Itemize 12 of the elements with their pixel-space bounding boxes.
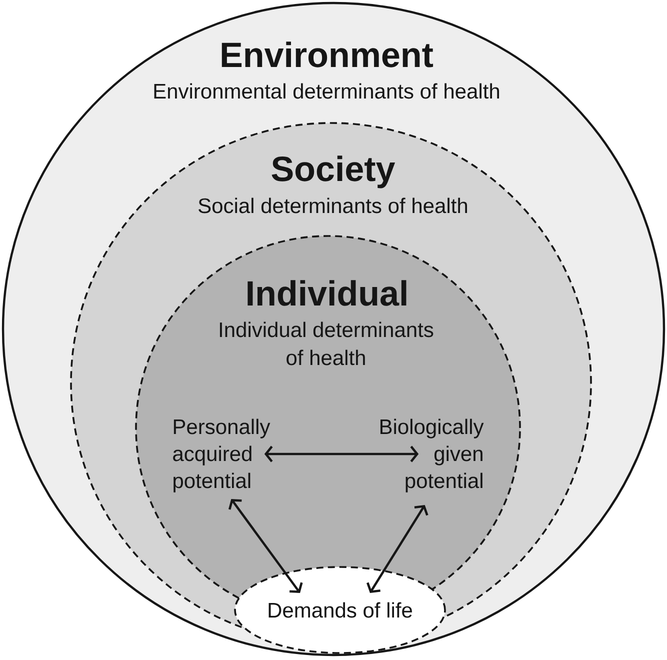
heading: Individual bbox=[248, 280, 406, 306]
text-label: Biologically given potential bbox=[380, 418, 484, 492]
subtitle: Social determinants of health bbox=[198, 198, 467, 214]
double-arrow bbox=[264, 446, 419, 462]
subtitle: Individual determinants of health bbox=[220, 322, 434, 366]
node-label: Demands of life bbox=[268, 602, 412, 618]
text-label: Personally acquired potential bbox=[173, 418, 270, 492]
double-arrow bbox=[366, 504, 428, 593]
subtitle: Environmental determinants of health bbox=[154, 83, 499, 99]
heading: Environment bbox=[222, 42, 434, 68]
heading: Society bbox=[272, 156, 396, 188]
double-arrow bbox=[228, 499, 303, 593]
